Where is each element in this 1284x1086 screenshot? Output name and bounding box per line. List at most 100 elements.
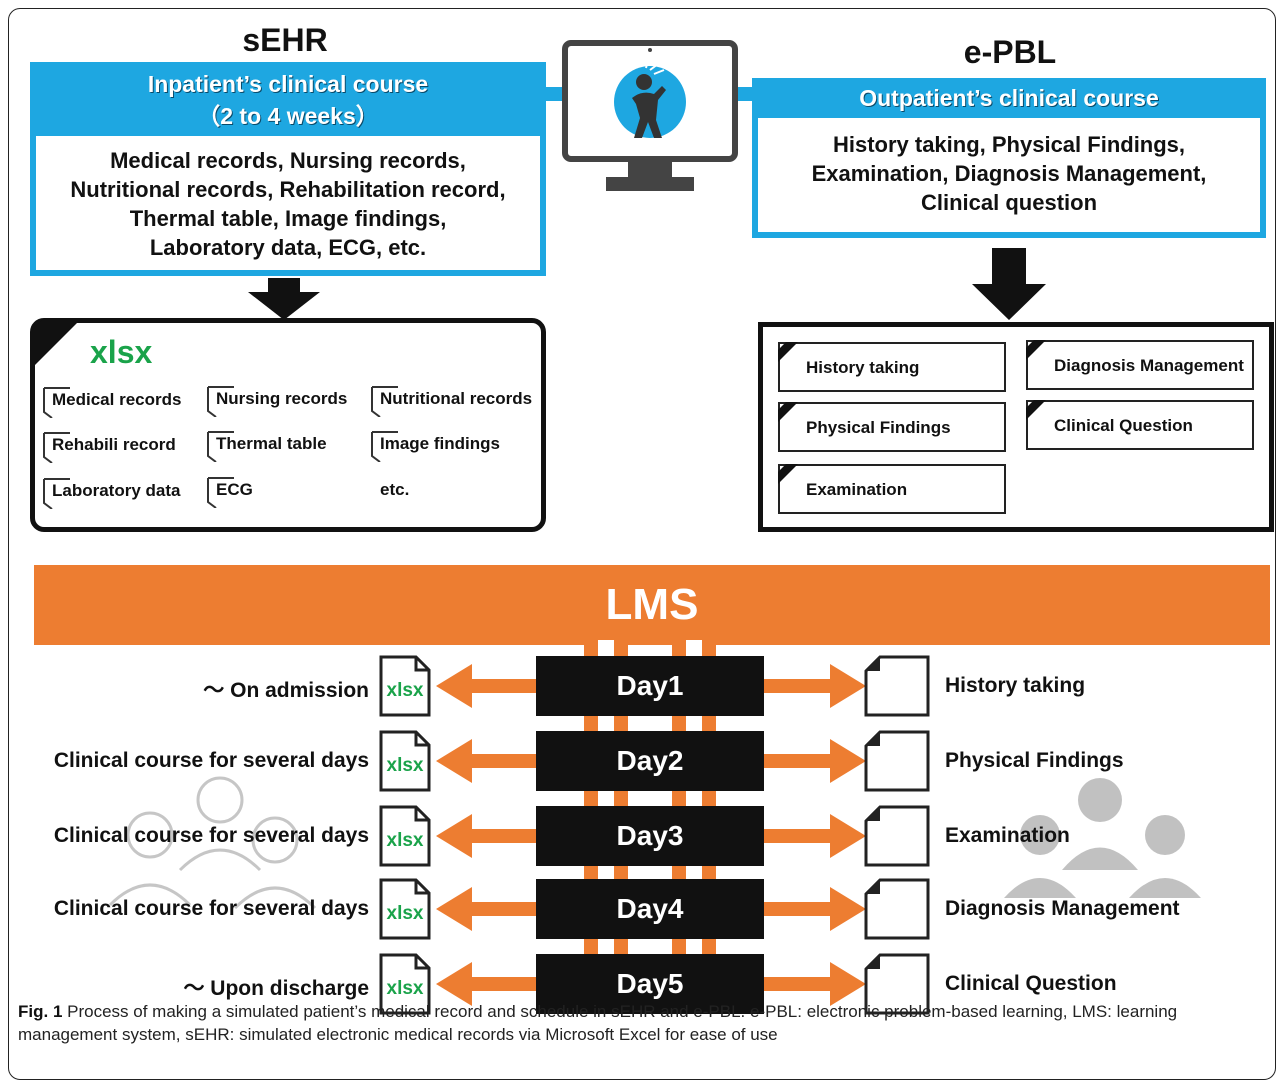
document-icon — [207, 477, 234, 508]
down-arrow-icon — [248, 278, 320, 320]
right-arrow — [756, 664, 866, 708]
document-icon — [864, 805, 930, 867]
day-label: Day4 — [536, 879, 764, 939]
xlsx-item: Laboratory data — [52, 481, 181, 500]
xlsx-item: Rehabili record — [52, 435, 176, 454]
epbl-header: Outpatient’s clinical course — [752, 78, 1266, 120]
double-arrow — [436, 664, 866, 708]
sehr-body-line: Medical records, Nursing records, — [110, 148, 466, 173]
left-arrow — [436, 814, 546, 858]
sehr-header-line1: Inpatient’s clinical course — [147, 71, 429, 97]
epbl-card-label: Physical Findings — [806, 418, 951, 437]
folded-corner-icon — [1026, 400, 1046, 420]
document-icon — [864, 655, 930, 717]
caption-text: Process of making a simulated patient’s … — [18, 1002, 1178, 1044]
document-icon — [43, 432, 70, 463]
xlsx-item: etc. — [380, 480, 410, 499]
caption-fig-label: Fig. 1 — [18, 1002, 63, 1021]
epbl-card: Physical Findings — [778, 402, 1006, 452]
double-arrow — [436, 739, 866, 783]
xlsx-file-label: xlsx — [387, 978, 424, 999]
epbl-card: History taking — [778, 342, 1006, 392]
day-label: Day1 — [536, 656, 764, 716]
xlsx-file-icon: xlsx — [379, 805, 431, 867]
xlsx-file-label: xlsx — [387, 755, 424, 776]
right-label: Clinical Question — [945, 972, 1117, 995]
epbl-card-label: Examination — [806, 480, 908, 499]
epbl-body-box: History taking, Physical Findings, Exami… — [752, 118, 1266, 238]
xlsx-file-icon: xlsx — [379, 730, 431, 792]
epbl-body-line: History taking, Physical Findings, — [832, 132, 1186, 157]
document-icon — [207, 431, 234, 462]
double-arrow — [436, 887, 866, 931]
xlsx-item: ECG — [216, 480, 253, 499]
sehr-header: Inpatient’s clinical course （2 to 4 week… — [30, 62, 546, 138]
xlsx-container — [30, 318, 546, 532]
day-label: Day5 — [536, 954, 764, 1014]
left-arrow — [436, 664, 546, 708]
epbl-body-line: Examination, Diagnosis Management, — [811, 161, 1207, 186]
sehr-body-box: Medical records, Nursing records, Nutrit… — [30, 136, 546, 276]
right-label: History taking — [945, 674, 1086, 697]
sehr-header-line2: （2 to 4 weeks） — [197, 103, 379, 129]
down-arrow-icon — [972, 248, 1046, 320]
document-icon — [864, 953, 930, 1015]
xlsx-item: Image findings — [380, 434, 500, 453]
xlsx-file-label: xlsx — [387, 903, 424, 924]
right-arrow — [756, 887, 866, 931]
left-label: Clinical course for several days — [53, 824, 369, 847]
figure-caption: Fig. 1 Process of making a simulated pat… — [18, 1000, 1268, 1046]
patient-pain-icon — [614, 59, 686, 138]
xlsx-item: Nursing records — [216, 389, 348, 408]
xlsx-label: xlsx — [90, 334, 153, 370]
folded-corner-icon — [778, 464, 798, 484]
document-icon — [43, 478, 70, 509]
epbl-body-line: Clinical question — [920, 190, 1098, 215]
day-label: Day2 — [536, 731, 764, 791]
double-arrow — [436, 962, 866, 1006]
epbl-container — [758, 322, 1274, 532]
right-arrow — [756, 814, 866, 858]
right-arrow — [756, 962, 866, 1006]
xlsx-item: Nutritional records — [380, 389, 533, 408]
left-arrow — [436, 962, 546, 1006]
folded-corner-icon — [1026, 340, 1046, 360]
figure-frame — [8, 8, 1276, 1080]
xlsx-file-label: xlsx — [387, 680, 424, 701]
document-icon — [864, 730, 930, 792]
document-icon — [371, 386, 398, 417]
epbl-title: e-PBL — [963, 34, 1057, 70]
epbl-card: Diagnosis Management — [1026, 340, 1254, 390]
folded-corner-icon — [30, 318, 82, 370]
sehr-body-line: Laboratory data, ECG, etc. — [149, 235, 427, 260]
document-icon — [43, 387, 70, 418]
epbl-card-label: Diagnosis Management — [1054, 356, 1244, 375]
sehr-body-line: Nutritional records, Rehabilitation reco… — [70, 177, 506, 202]
sehr-title: sEHR — [242, 22, 328, 58]
left-label: ～ On admission — [203, 679, 369, 702]
monitor-icon — [562, 40, 738, 191]
left-label: Clinical course for several days — [53, 897, 369, 920]
left-label: Clinical course for several days — [53, 749, 369, 772]
right-label: Diagnosis Management — [945, 897, 1180, 920]
xlsx-file-icon: xlsx — [379, 878, 431, 940]
epbl-card-label: Clinical Question — [1054, 416, 1193, 435]
folded-corner-icon — [778, 342, 798, 362]
xlsx-file-icon: xlsx — [379, 655, 431, 717]
people-icon — [108, 776, 317, 910]
left-arrow — [436, 739, 546, 783]
right-label: Examination — [945, 824, 1070, 847]
document-icon — [864, 878, 930, 940]
epbl-card: Examination — [778, 464, 1006, 514]
epbl-card: Clinical Question — [1026, 400, 1254, 450]
document-icon — [207, 386, 234, 417]
sehr-body-line: Thermal table, Image findings, — [129, 206, 447, 231]
xlsx-file-label: xlsx — [387, 830, 424, 851]
xlsx-item: Thermal table — [216, 434, 327, 453]
right-arrow — [756, 739, 866, 783]
folded-corner-icon — [778, 402, 798, 422]
left-arrow — [436, 887, 546, 931]
xlsx-item: Medical records — [52, 390, 182, 409]
xlsx-file-icon: xlsx — [379, 953, 431, 1015]
right-label: Physical Findings — [945, 749, 1124, 772]
